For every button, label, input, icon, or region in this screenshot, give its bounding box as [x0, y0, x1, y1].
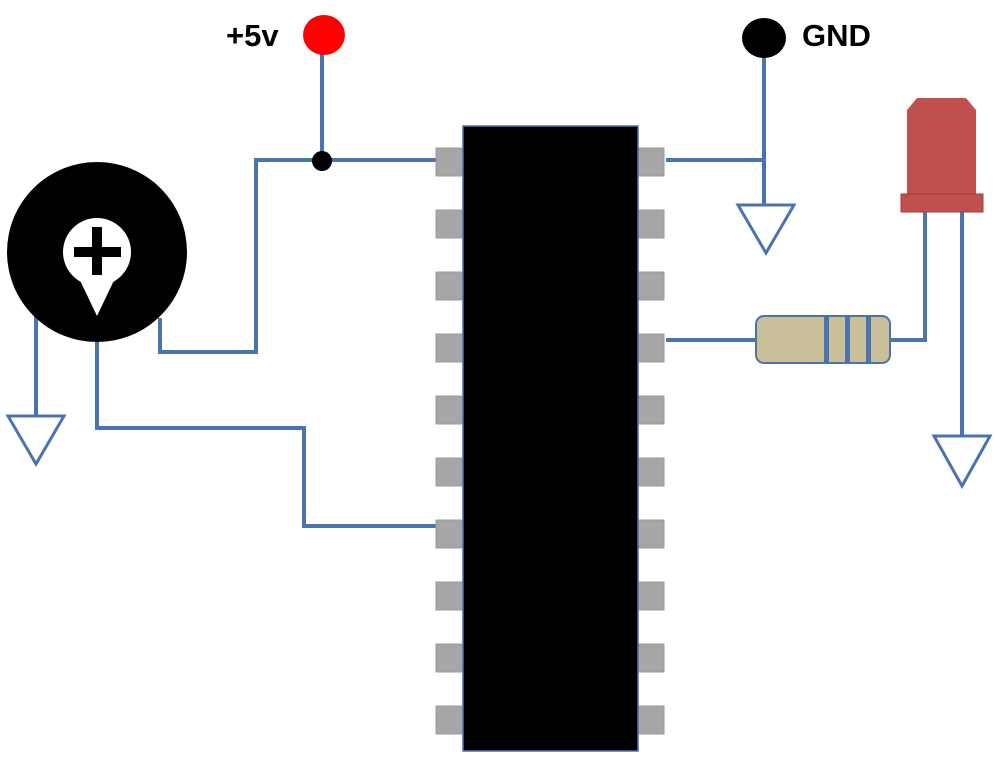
- ic-pin-left-8: [435, 581, 465, 611]
- ground-symbol-led: [931, 434, 993, 490]
- ic-pin-right-4: [635, 333, 665, 363]
- ic-pins-right: [635, 147, 665, 735]
- ic-pin-left-10: [435, 705, 465, 735]
- ic-pin-left-9: [435, 643, 465, 673]
- ground-symbol-left: [5, 414, 67, 467]
- resistor: [755, 315, 891, 364]
- wire-supply-rail: [158, 158, 436, 354]
- plus-icon: [74, 227, 121, 275]
- led: [900, 98, 984, 213]
- ic-pin-right-10: [635, 705, 665, 735]
- ic-body: [462, 125, 639, 752]
- resistor-band: [845, 317, 850, 362]
- junction-dot: [312, 151, 332, 171]
- ic-pin-left-7: [435, 519, 465, 549]
- ground-label: GND: [802, 18, 871, 53]
- wire-gnd-to-ic: [666, 52, 766, 162]
- ic-pin-right-3: [635, 271, 665, 301]
- resistor-band: [824, 317, 829, 362]
- ic-pin-left-1: [435, 147, 465, 177]
- ground-symbol-gnd: [735, 203, 797, 256]
- ic-pin-right-6: [635, 457, 665, 487]
- ic-pin-right-8: [635, 581, 665, 611]
- led-dome: [907, 98, 976, 195]
- ic-pin-left-3: [435, 271, 465, 301]
- resistor-band: [866, 317, 871, 362]
- led-flange: [900, 193, 984, 213]
- ic-pin-right-1: [635, 147, 665, 177]
- ic-pin-right-9: [635, 643, 665, 673]
- ic-pin-right-7: [635, 519, 665, 549]
- potentiometer: [7, 162, 187, 342]
- supply-terminal: [303, 15, 345, 55]
- supply-label: +5v: [226, 18, 279, 53]
- ic-pin-left-6: [435, 457, 465, 487]
- ic-pin-left-5: [435, 395, 465, 425]
- ic-pin-left-4: [435, 333, 465, 363]
- wire-wiper-to-ic: [95, 340, 436, 528]
- ic-pins-left: [435, 147, 465, 735]
- ic-pin-right-5: [635, 395, 665, 425]
- ic-pin-left-2: [435, 209, 465, 239]
- ic-chip: [435, 125, 665, 752]
- ground-terminal: [742, 18, 786, 58]
- resistor-body: [755, 315, 891, 364]
- ic-pin-right-2: [635, 209, 665, 239]
- wire-resistor-to-led: [888, 212, 927, 342]
